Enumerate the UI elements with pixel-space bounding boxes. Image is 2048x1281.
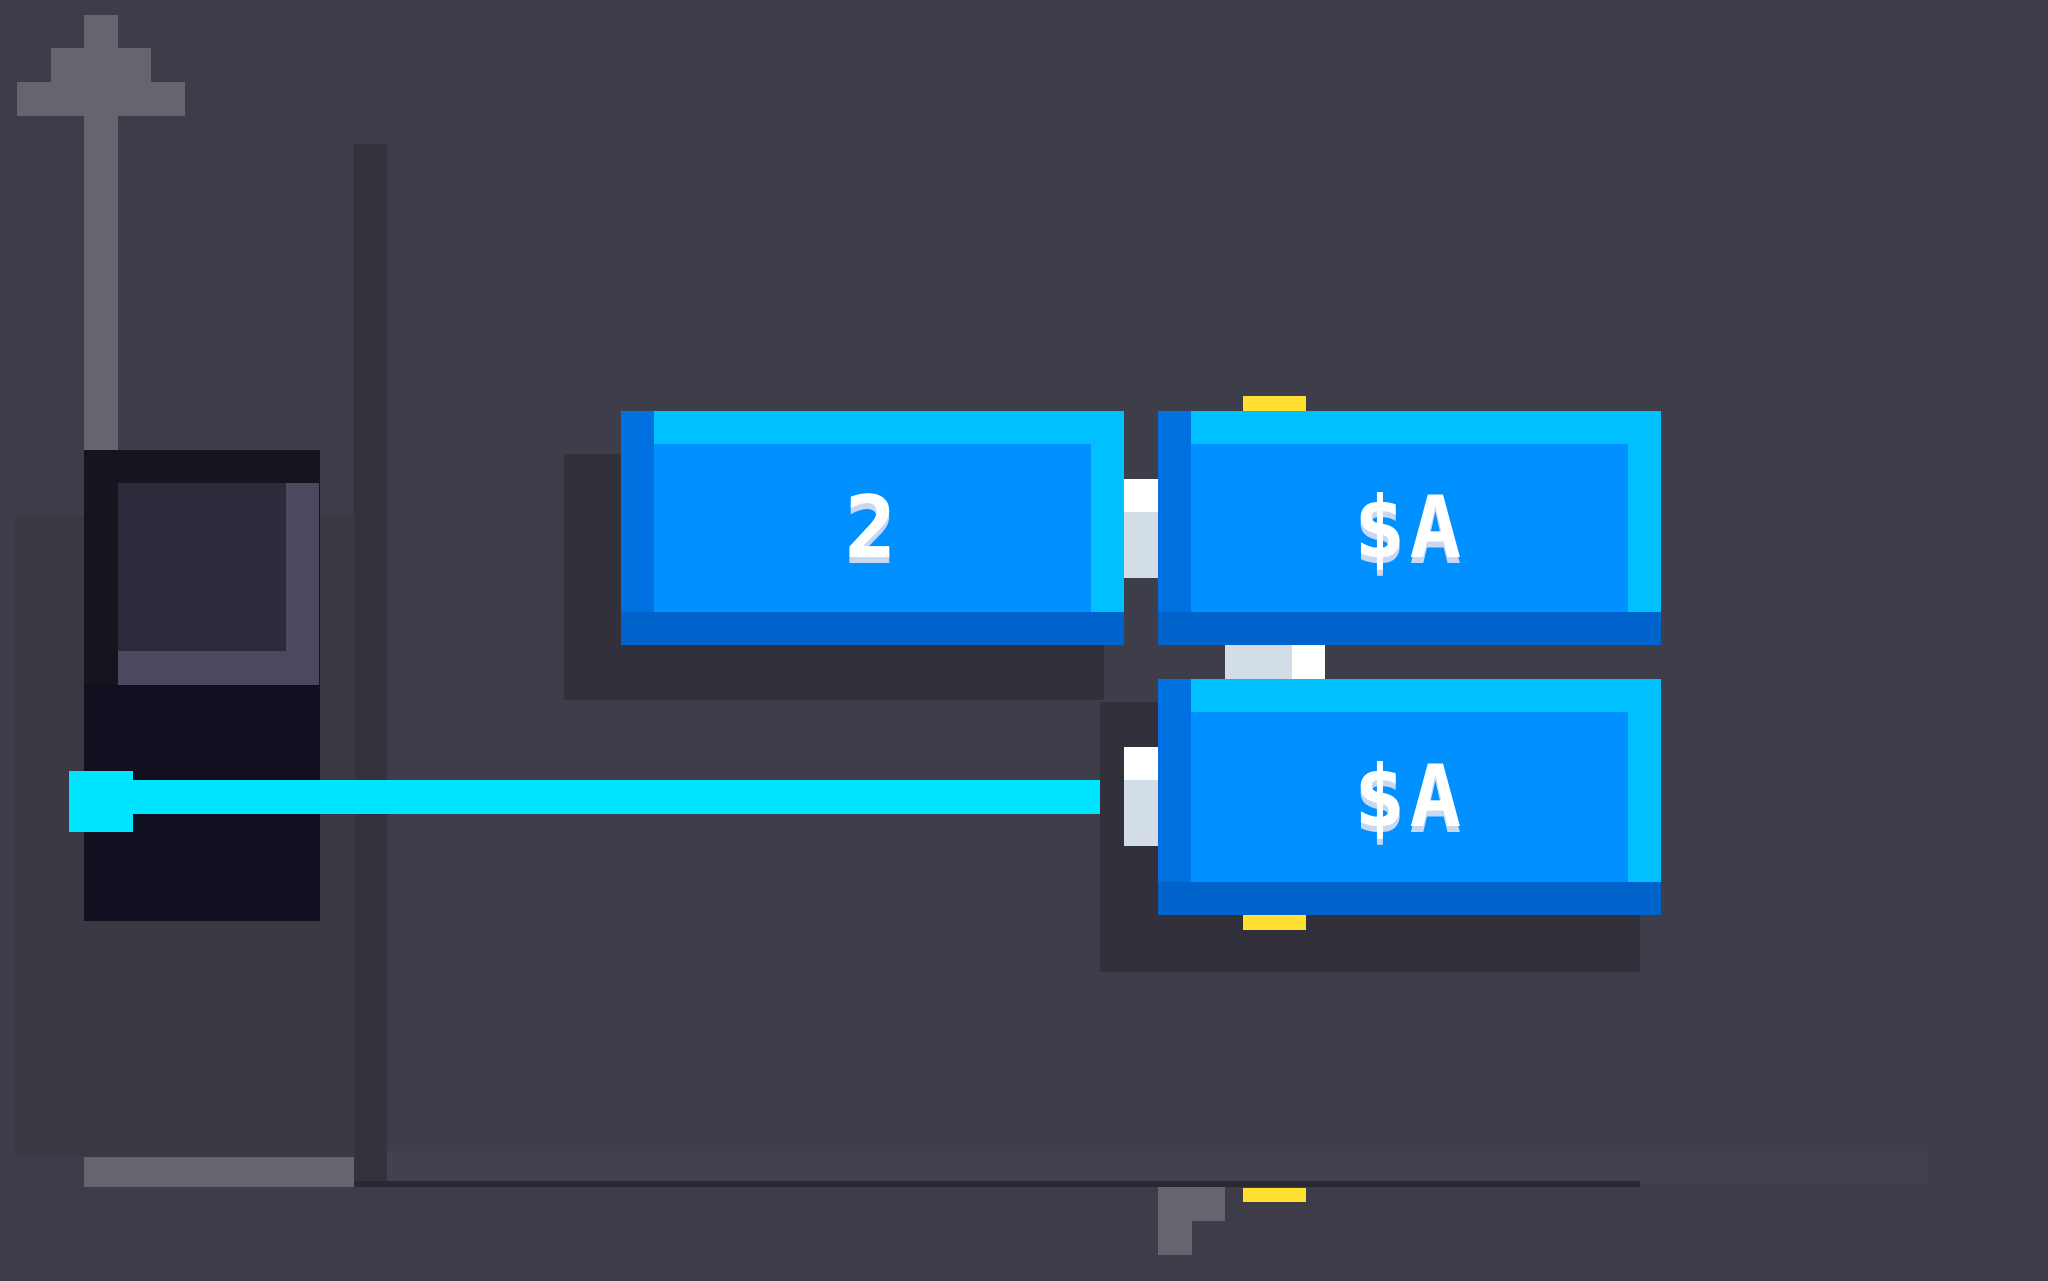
var-block-bottom-label: $A — [1353, 747, 1466, 847]
board-shadow — [354, 144, 387, 1184]
bottom-notch-horizontal — [1158, 1187, 1225, 1221]
connector-plug-1-hi — [1124, 479, 1158, 512]
var-block-bottom-face — [1191, 712, 1628, 882]
var-block-bottom-pin — [1243, 914, 1306, 930]
board-bottom-edge — [354, 1181, 1640, 1187]
var-block-top-pin — [1243, 396, 1306, 412]
connector-plug-2-hi — [1292, 643, 1325, 679]
connector-plug-3-hi — [1124, 747, 1158, 780]
number-block-label: 2 — [844, 478, 901, 578]
wire-line[interactable] — [118, 780, 1128, 814]
bottom-pin — [1243, 1188, 1306, 1202]
left-socket-top-core — [118, 483, 286, 651]
number-block-face — [654, 444, 1091, 612]
up-arrow-base — [17, 82, 185, 116]
up-arrow-head — [51, 48, 151, 82]
rail-horizontal-bottom — [84, 1155, 354, 1187]
var-block-top-face — [1191, 444, 1628, 612]
var-block-top-label: $A — [1353, 478, 1466, 578]
